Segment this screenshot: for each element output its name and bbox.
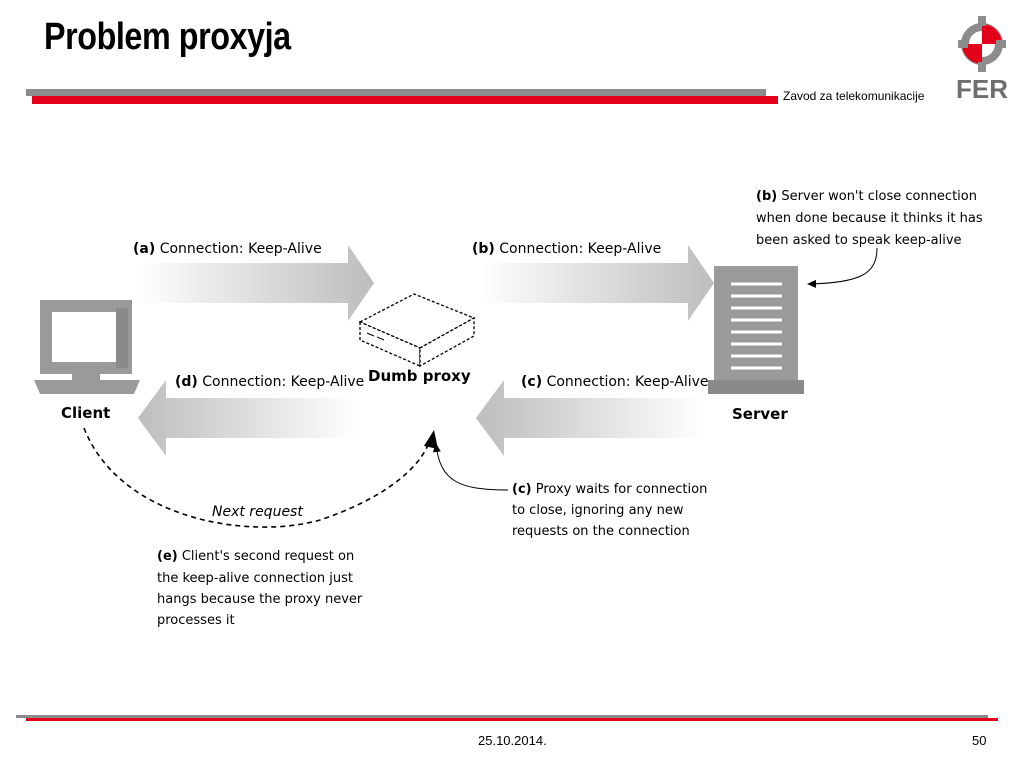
department-label: Zavod za telekomunikacije <box>783 89 925 103</box>
note-b-line-2: when done because it thinks it has <box>756 211 983 226</box>
footer-bar-red <box>26 718 998 721</box>
note-c-leader <box>432 443 509 491</box>
note-b-tag: (b) <box>756 189 777 204</box>
note-b: (b) Server won't close connection when d… <box>756 189 987 248</box>
footer-bar-gray <box>16 715 988 718</box>
note-b-leader <box>807 247 878 288</box>
slide-title: Problem proxyja <box>44 16 291 58</box>
arrow-b-text: Connection: Keep-Alive <box>499 241 661 257</box>
server-label: Server <box>732 405 788 423</box>
arrow-c-text: Connection: Keep-Alive <box>547 374 709 390</box>
footer-date: 25.10.2014. <box>478 733 547 748</box>
note-e-line-1: Client's second request on <box>182 549 354 564</box>
arrow-d-label: (d) Connection: Keep-Alive <box>175 374 364 390</box>
note-b-line-1: Server won't close connection <box>781 189 977 204</box>
arrow-c-tag: (c) <box>521 374 542 390</box>
arrow-d-tag: (d) <box>175 374 198 390</box>
note-c-line-2: to close, ignoring any new <box>512 503 684 518</box>
note-e-line-2: the keep-alive connection just <box>157 571 353 586</box>
arrow-d <box>138 380 356 456</box>
proxy-port-lights <box>366 332 385 341</box>
header-bar-gray <box>26 89 766 96</box>
note-e-line-4: processes it <box>157 613 235 628</box>
note-e-line-3: hangs because the proxy never <box>157 592 363 607</box>
server-icon <box>708 266 804 394</box>
arrow-c-label: (c) Connection: Keep-Alive <box>521 374 709 390</box>
proxy-label: Dumb proxy <box>368 367 471 385</box>
note-c-tag: (c) <box>512 482 532 497</box>
page-number: 50 <box>972 733 987 748</box>
arrow-a-label: (a) Connection: Keep-Alive <box>133 241 322 257</box>
note-c-line-3: requests on the connection <box>512 524 690 539</box>
note-c-line-1: Proxy waits for connection <box>536 482 708 497</box>
proxy-box-icon <box>358 293 476 368</box>
logo-text: FER <box>956 74 1008 104</box>
arrow-b-label: (b) Connection: Keep-Alive <box>472 241 661 257</box>
header-bar-red <box>32 96 778 104</box>
next-request-label: Next request <box>212 504 303 520</box>
note-b-line-3: been asked to speak keep-alive <box>756 233 962 248</box>
note-e: (e) Client's second request on the keep-… <box>157 549 366 628</box>
arrow-a <box>138 245 374 321</box>
arrow-a-tag: (a) <box>133 241 155 257</box>
fer-logo: FER <box>950 10 1014 104</box>
note-c: (c) Proxy waits for connection to close,… <box>512 482 711 539</box>
note-e-tag: (e) <box>157 549 178 564</box>
next-request-curve <box>83 427 431 528</box>
arrow-d-text: Connection: Keep-Alive <box>202 374 364 390</box>
client-label: Client <box>61 404 110 422</box>
arrow-b-tag: (b) <box>472 241 495 257</box>
arrow-c <box>476 380 704 456</box>
computer-icon <box>34 300 140 394</box>
arrow-b <box>478 245 714 321</box>
arrow-a-text: Connection: Keep-Alive <box>160 241 322 257</box>
